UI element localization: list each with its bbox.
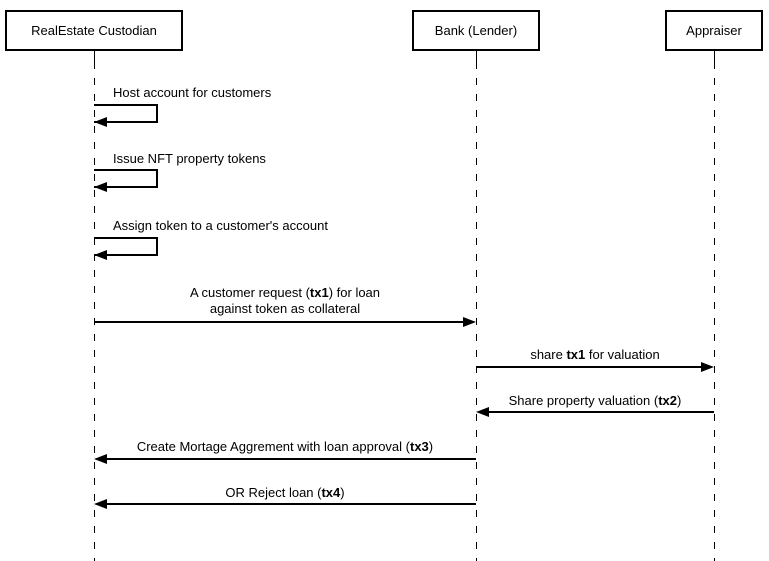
self-message-loop-1: [94, 104, 158, 123]
actor-box-realestate-custodian: RealEstate Custodian: [5, 10, 183, 51]
arrowhead-left: [94, 117, 107, 127]
message-arrow-share-valuation: [487, 411, 714, 413]
lifeline-appraiser: [714, 62, 715, 561]
lifeline-stub-custodian: [94, 51, 95, 62]
arrowhead-right: [463, 317, 476, 327]
arrowhead-right: [701, 362, 714, 372]
message-label-share-tx1: share tx1 for valuation: [530, 347, 660, 362]
message-arrow-share-tx1: [476, 366, 703, 368]
lifeline-bank: [476, 62, 477, 561]
message-arrow-mortgage-agreement: [105, 458, 476, 460]
lifeline-stub-bank: [476, 51, 477, 62]
message-label-loan-request: A customer request (tx1) for loan agains…: [189, 285, 381, 316]
message-label-host-account: Host account for customers: [113, 85, 272, 100]
actor-label: Appraiser: [686, 23, 742, 38]
message-label-assign-token: Assign token to a customer's account: [113, 218, 328, 233]
actor-label: RealEstate Custodian: [31, 23, 157, 38]
message-label-mortgage-agreement: Create Mortage Aggrement with loan appro…: [136, 439, 434, 454]
message-arrow-reject-loan: [105, 503, 476, 505]
message-label-reject-loan: OR Reject loan (tx4): [225, 485, 345, 500]
self-message-loop-2: [94, 169, 158, 188]
actor-label: Bank (Lender): [434, 23, 518, 38]
lifeline-custodian: [94, 62, 95, 561]
message-label-issue-tokens: Issue NFT property tokens: [113, 151, 266, 166]
arrowhead-left: [94, 250, 107, 260]
actor-box-appraiser: Appraiser: [665, 10, 763, 51]
message-arrow-loan-request: [94, 321, 465, 323]
lifeline-stub-appraiser: [714, 51, 715, 62]
actor-box-bank-lender: Bank (Lender): [412, 10, 540, 51]
arrowhead-left: [476, 407, 489, 417]
arrowhead-left: [94, 454, 107, 464]
arrowhead-left: [94, 499, 107, 509]
arrowhead-left: [94, 182, 107, 192]
self-message-loop-3: [94, 237, 158, 256]
message-label-share-valuation: Share property valuation (tx2): [508, 393, 682, 408]
